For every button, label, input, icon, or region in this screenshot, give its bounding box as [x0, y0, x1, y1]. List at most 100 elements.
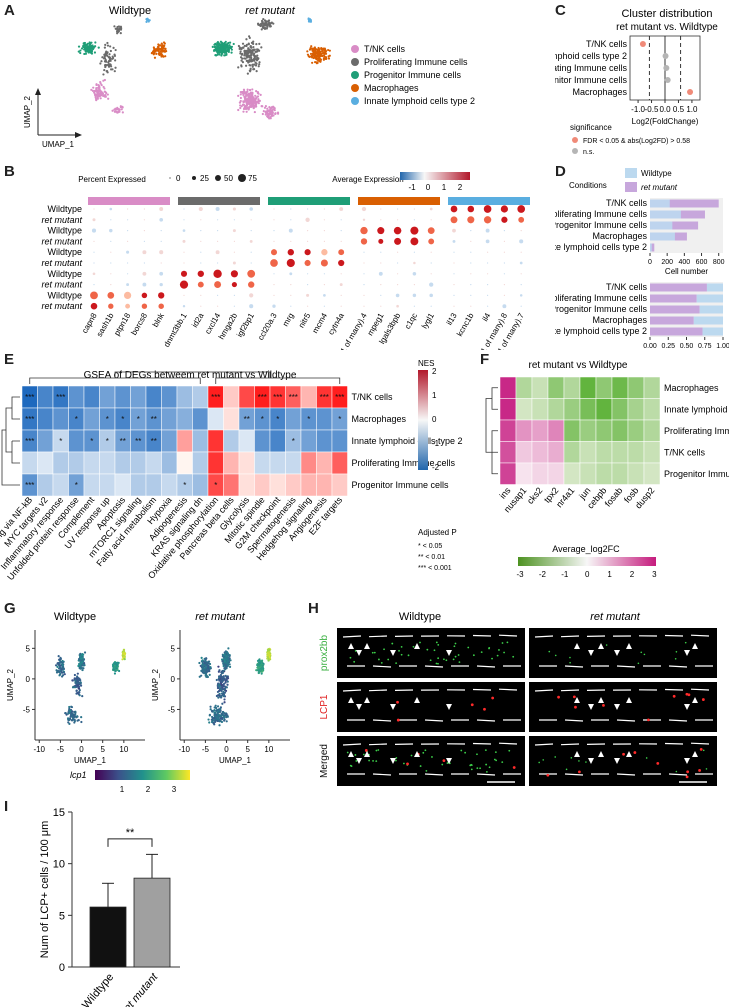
umap-point-progenitor: [226, 45, 230, 49]
dot-mark: [518, 216, 525, 223]
feature-point: [73, 721, 76, 724]
prox-signal: [375, 749, 378, 752]
umap-point-macrophage: [316, 61, 319, 64]
dot-mark: [249, 207, 253, 211]
umap-point-proliferating: [104, 65, 107, 69]
significance-star: ***: [56, 393, 65, 402]
arrowhead-icon: [614, 758, 620, 764]
row-label-0: prox2bb: [319, 634, 330, 671]
heatmap-cell: [52, 473, 69, 497]
dot-mark: [232, 229, 236, 233]
umap-point-proliferating: [257, 65, 260, 68]
umap-point-proliferating: [254, 64, 258, 67]
umap-point-tnk: [266, 115, 269, 118]
umap-point-macrophage: [160, 52, 163, 55]
lcp1-signal: [574, 705, 577, 709]
prox-signal: [674, 657, 677, 660]
umap-point-progenitor: [214, 43, 217, 46]
feature-point: [215, 694, 218, 698]
significance-star: *: [59, 437, 62, 446]
umap-point-tnk: [90, 88, 93, 91]
arrowhead-icon: [414, 697, 420, 703]
col-label: cks2: [525, 485, 545, 506]
feature-point: [222, 690, 225, 694]
dot-mark: [450, 216, 458, 224]
feature-point: [123, 656, 126, 659]
feature-point: [224, 667, 227, 670]
heatmap-cell: [99, 473, 116, 497]
colorbar: [95, 770, 190, 780]
dot-mark: [467, 216, 475, 224]
dot-mark: [470, 230, 472, 232]
dot-mark: [483, 216, 492, 224]
dot-mark: [380, 208, 382, 210]
feature-point: [220, 684, 223, 687]
umap-point-proliferating: [241, 42, 245, 45]
heatmap-cell: [269, 429, 286, 453]
segment-line: [616, 719, 636, 722]
feature-point: [78, 662, 81, 665]
dot-mark: [123, 291, 132, 300]
dot-mark: [363, 273, 365, 275]
panel-g-mut-title: ret mutant: [195, 611, 245, 623]
x-tick-label: 5: [245, 745, 250, 754]
umap-point-tnk: [116, 106, 119, 109]
row-label: Wildtype: [47, 204, 82, 214]
heatmap-cell: [515, 419, 533, 442]
heatmap-cell: [515, 441, 533, 464]
segment-line: [564, 719, 584, 722]
heatmap-cell: [223, 385, 240, 409]
dot-mark: [93, 262, 95, 264]
feature-point: [222, 715, 226, 719]
feature-point: [209, 708, 212, 711]
bar-mutant: [650, 221, 699, 230]
dot-mark: [232, 261, 236, 265]
heatmap-cell: [499, 376, 517, 399]
prox-signal: [485, 763, 488, 766]
padj-legend-title: Adjusted P: [418, 528, 457, 537]
dot-mark: [412, 293, 417, 298]
feature-point: [203, 667, 206, 670]
dot-mark: [487, 305, 489, 307]
umap-point-proliferating: [250, 46, 253, 49]
bar-wildtype: [650, 232, 675, 241]
dot-mark: [430, 305, 432, 307]
heatmap-cell: [611, 441, 629, 464]
umap-point-progenitor: [221, 48, 224, 51]
feature-point: [258, 664, 261, 667]
dot-mark: [143, 240, 145, 242]
prox-signal: [570, 757, 573, 759]
significance-star: *: [292, 437, 295, 446]
row-label: ret mutant: [41, 215, 82, 225]
umap-point-progenitor: [90, 44, 94, 47]
heatmap-cell: [531, 462, 549, 485]
segment-line: [476, 665, 496, 668]
prox-signal: [371, 651, 374, 654]
umap-point-proliferating: [241, 61, 245, 64]
prox-signal: [410, 754, 413, 757]
prox-signal: [457, 654, 460, 656]
dot-mark: [159, 217, 164, 222]
heatmap-cell: [238, 451, 255, 475]
feature-point: [216, 705, 220, 708]
umap-point-proliferating: [110, 65, 113, 68]
arrowhead-icon: [692, 643, 698, 649]
feature-point: [200, 669, 203, 672]
umap-point-proliferating: [255, 43, 258, 46]
significance-star: ***: [258, 393, 267, 402]
feature-point: [60, 668, 63, 671]
gene-label: id2a: [190, 311, 206, 329]
dot-mark: [453, 251, 455, 253]
y-tick-label: 5: [171, 644, 176, 653]
prox-signal: [368, 759, 371, 762]
row-label: T/NK cells: [664, 447, 706, 457]
feature-point: [117, 669, 121, 673]
heatmap-cell: [331, 451, 348, 475]
umap-point-macrophage: [327, 57, 331, 60]
dot-mark: [450, 205, 458, 213]
segment-line: [342, 689, 362, 692]
feature-point: [268, 651, 271, 654]
panel-c-title2: ret mutant vs. Wildtype: [616, 22, 718, 33]
size-legend-dot: [215, 175, 221, 181]
umap-point-macrophage: [312, 56, 315, 60]
